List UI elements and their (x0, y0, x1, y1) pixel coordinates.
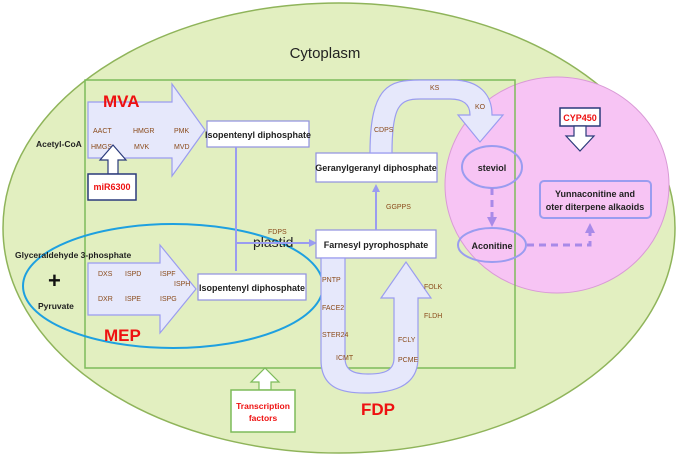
ipp-mva-box (206, 120, 310, 148)
steviol-label: steviol (478, 163, 507, 173)
enzyme-fcly: FCLY (398, 337, 416, 344)
enzyme-icmt: ICMT (336, 355, 354, 362)
fdp-loop-band (320, 257, 433, 394)
mirna-box (87, 173, 137, 201)
enzyme-aact: AACT (93, 128, 112, 135)
fdp-title: FDP (361, 400, 395, 419)
enzyme-pmk: PMK (174, 128, 190, 135)
enzyme-pntp: PNTP (322, 277, 341, 284)
transcription-line2: factors (249, 413, 278, 423)
yunnaconitine-box (539, 180, 652, 219)
ipp-mep-label: Isopentenyl diphosphate (199, 283, 305, 293)
enzyme-hmgr: HMGR (133, 128, 154, 135)
acetyl-coa-label: Acetyl-CoA (36, 139, 82, 149)
ggpp-to-steviol-band (369, 79, 505, 154)
aconitine-node (457, 227, 527, 263)
mva-title: MVA (103, 92, 140, 111)
enzyme-ggpps: GGPPS (386, 204, 411, 211)
fpp-box (315, 229, 437, 259)
enzyme-ster24: STER24 (322, 332, 349, 339)
enzyme-ispe: ISPE (125, 296, 141, 303)
enzyme-pcme: PCME (398, 357, 419, 364)
enzyme-ispd: ISPD (125, 271, 141, 278)
yunnaconitine-line1: Yunnaconitine and (555, 189, 635, 199)
aconitine-label: Aconitine (471, 241, 512, 251)
pyruvate-label: Pyruvate (38, 301, 74, 311)
enzyme-fdps: FDPS (268, 229, 287, 236)
enzyme-mvd: MVD (174, 144, 190, 151)
enzyme-mvk: MVK (134, 144, 150, 151)
glyceraldehyde-label: Glyceraldehyde 3-phosphate (15, 250, 131, 260)
plus-sign: + (48, 268, 61, 293)
ggpp-label: Geranylgeranyl diphosphate (315, 163, 437, 173)
enzyme-ispf: ISPF (160, 271, 176, 278)
ggpp-box (315, 152, 438, 183)
enzyme-isph: ISPH (174, 281, 190, 288)
cyp450-pointer (564, 125, 596, 152)
enzyme-folk: FOLK (424, 284, 443, 291)
transcription-line1: Transcription (236, 401, 290, 411)
cyp450-label: CYP450 (563, 113, 597, 123)
mep-arrow (87, 243, 197, 335)
enzyme-ko: KO (475, 104, 486, 111)
transcription-pointer (249, 367, 281, 391)
aconitine-to-yunnaconitine-arrow (527, 223, 595, 247)
mirna-pointer (98, 144, 128, 175)
mirna-label: miR6300 (93, 182, 130, 192)
cytoplasm-label: Cytoplasm (290, 45, 361, 62)
pathway-frame (84, 79, 516, 369)
enzyme-face2: FACE2 (322, 305, 344, 312)
enzyme-cdps: CDPS (374, 127, 394, 134)
transcription-box (230, 389, 296, 433)
enzyme-dxs: DXS (98, 271, 113, 278)
enzyme-hmgs: HMGS (91, 144, 112, 151)
mep-title: MEP (104, 326, 141, 345)
ipp-mep-box (197, 273, 307, 301)
enzyme-dxr: DXR (98, 296, 113, 303)
fpp-label: Farnesyl pyrophosphate (324, 240, 429, 250)
yunnaconitine-line2: oter diterpene alkaoids (546, 202, 645, 212)
pink-region (444, 76, 670, 294)
enzyme-ispg: ISPG (160, 296, 177, 303)
ipp-mva-label: Isopentenyl diphosphate (205, 130, 311, 140)
enzyme-ks: KS (430, 85, 440, 92)
enzyme-fldh: FLDH (424, 313, 442, 320)
